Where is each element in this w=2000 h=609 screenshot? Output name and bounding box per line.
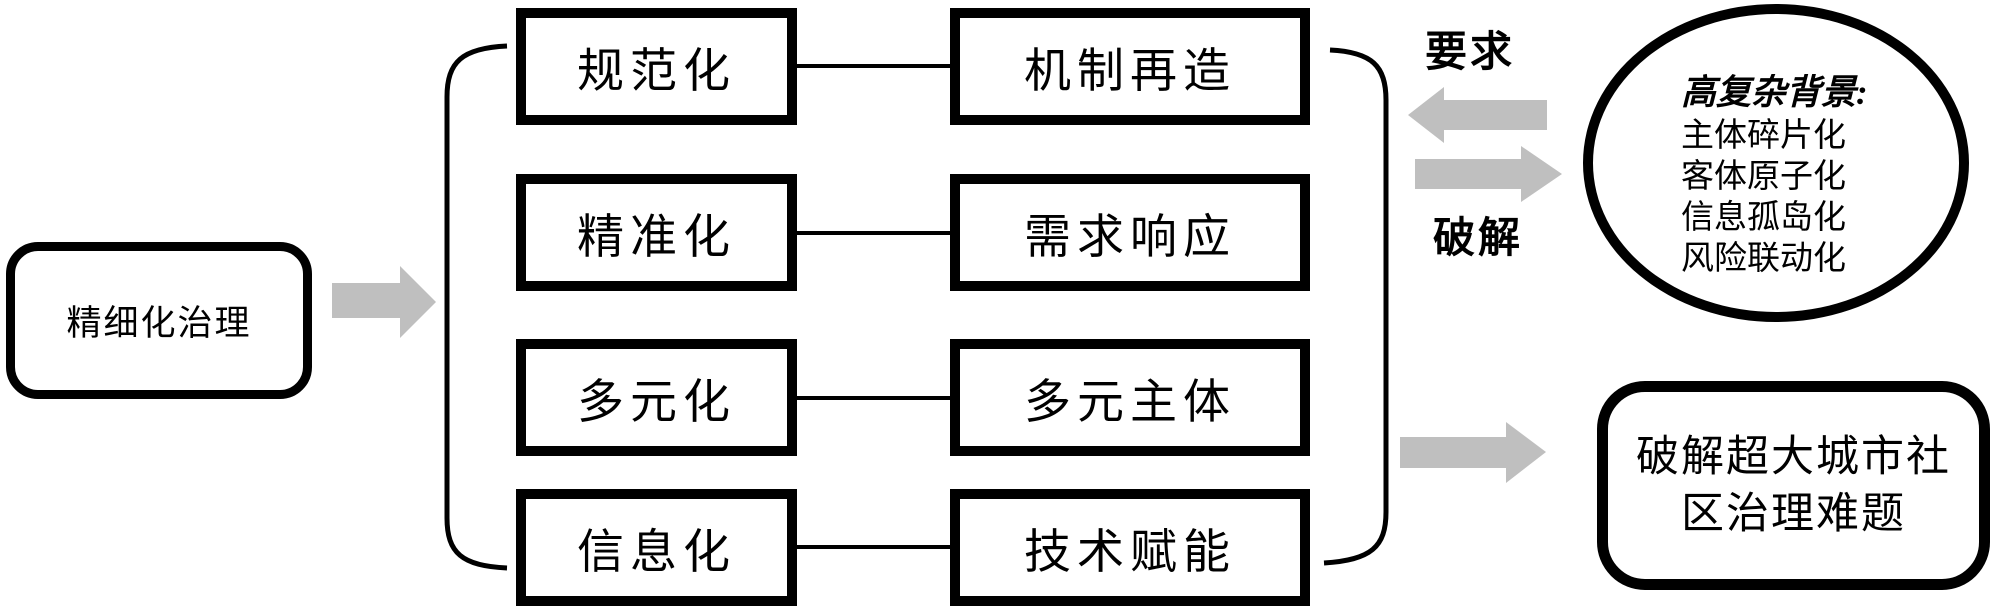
arrow-right-source-icon xyxy=(332,266,436,338)
requirement-label: 要求 xyxy=(1424,30,1515,76)
result-box-line1: 破解超大城市社 xyxy=(1636,433,1951,481)
outcome-box-2-label: 需求响应 xyxy=(1024,212,1236,264)
crack-label: 破解 xyxy=(1432,216,1523,262)
context-ellipse-title: 高复杂背景: xyxy=(1681,73,1868,112)
outcome-box-4: 技术赋能 xyxy=(950,489,1310,606)
source-box: 精细化治理 xyxy=(6,242,312,399)
dimension-box-1: 规范化 xyxy=(516,8,797,125)
outcome-box-1: 机制再造 xyxy=(950,8,1310,125)
dimension-box-4: 信息化 xyxy=(516,489,797,606)
outcome-box-3: 多元主体 xyxy=(950,339,1310,456)
context-item-3: 信息孤岛化 xyxy=(1681,200,1846,236)
dimension-box-1-label: 规范化 xyxy=(577,46,736,98)
dimension-box-2-label: 精准化 xyxy=(577,212,736,264)
left-brace xyxy=(444,43,508,571)
dimension-box-2: 精准化 xyxy=(516,174,797,291)
dimension-box-4-label: 信息化 xyxy=(577,527,736,579)
result-box-line2: 区治理难题 xyxy=(1681,490,1906,538)
arrow-right-crack-icon xyxy=(1415,146,1562,202)
context-item-1: 主体碎片化 xyxy=(1681,118,1846,154)
result-box: 破解超大城市社 区治理难题 xyxy=(1597,381,1990,590)
outcome-box-2: 需求响应 xyxy=(950,174,1310,291)
context-item-4: 风险联动化 xyxy=(1681,241,1846,277)
right-brace xyxy=(1323,47,1389,566)
result-box-text: 破解超大城市社 区治理难题 xyxy=(1636,429,1951,543)
arrow-left-requirement-icon xyxy=(1408,87,1547,143)
outcome-box-1-label: 机制再造 xyxy=(1024,46,1236,98)
context-ellipse: 高复杂背景: 主体碎片化 客体原子化 信息孤岛化 风险联动化 xyxy=(1583,4,1969,322)
source-box-label: 精细化治理 xyxy=(66,304,252,343)
arrow-right-result-icon xyxy=(1400,422,1546,483)
context-ellipse-text: 高复杂背景: 主体碎片化 客体原子化 信息孤岛化 风险联动化 xyxy=(1681,70,1868,280)
dimension-box-3: 多元化 xyxy=(516,339,797,456)
context-item-2: 客体原子化 xyxy=(1681,159,1846,195)
outcome-box-3-label: 多元主体 xyxy=(1024,377,1236,429)
outcome-box-4-label: 技术赋能 xyxy=(1024,527,1236,579)
dimension-box-3-label: 多元化 xyxy=(577,377,736,429)
